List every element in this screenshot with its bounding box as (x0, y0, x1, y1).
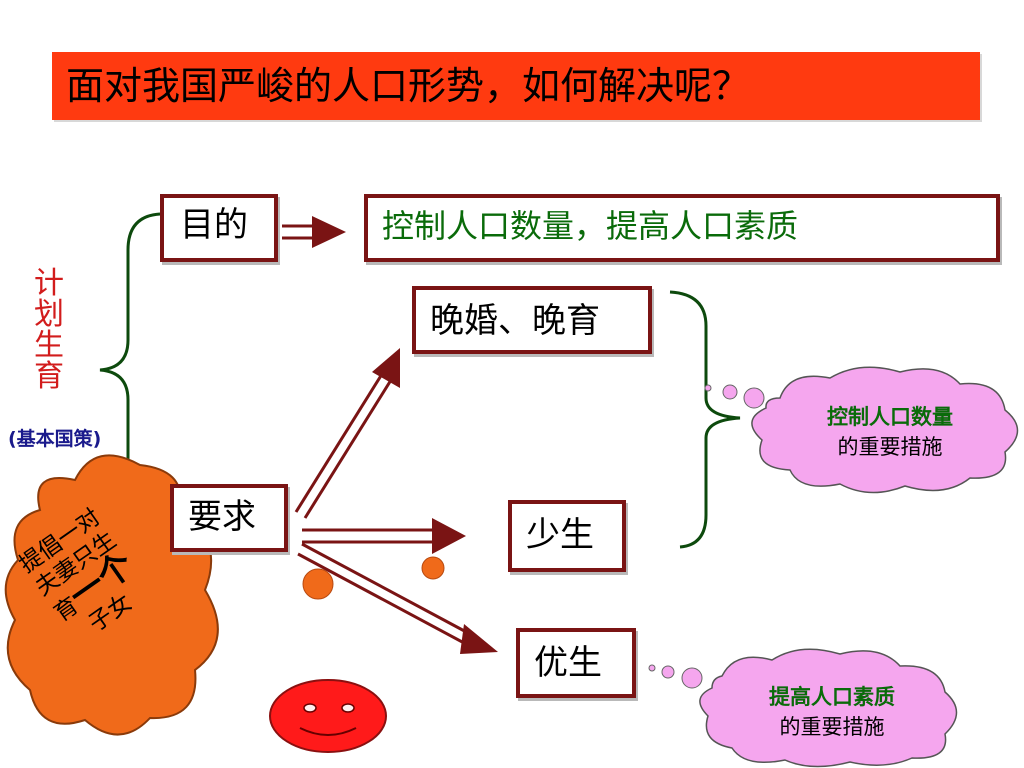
cloud-quantity-line1: 控制人口数量 (827, 404, 953, 429)
late-marriage-box: 晚婚、晚育 (412, 286, 652, 354)
slogan-blob (4, 454, 219, 736)
cloud-quality (648, 648, 958, 768)
arrow-to-fewer-births (302, 518, 466, 554)
family-planning-label: 计划生育 (34, 266, 64, 394)
goal-content: 控制人口数量，提高人口素质 (382, 207, 799, 245)
smiley-face (269, 679, 387, 753)
requirement-box: 要求 (170, 484, 288, 552)
late-marriage-label: 晚婚、晚育 (430, 301, 600, 341)
cloud-quantity (704, 366, 1019, 494)
goal-label: 目的 (180, 205, 248, 245)
orange-dot (421, 556, 445, 580)
goal-box: 目的 (160, 194, 278, 262)
page-title: 面对我国严峻的人口形势，如何解决呢？ (66, 64, 751, 108)
cloud-quality-line2: 的重要措施 (779, 715, 885, 739)
fewer-births-box: 少生 (508, 500, 626, 572)
cloud-quantity-line2: 的重要措施 (837, 435, 943, 459)
requirement-label: 要求 (188, 497, 256, 537)
fewer-births-label: 少生 (526, 515, 594, 555)
better-births-label: 优生 (534, 643, 602, 683)
better-births-box: 优生 (516, 628, 636, 698)
cloud-quality-line1: 提高人口素质 (769, 684, 895, 709)
arrow-goal (282, 216, 346, 248)
cloud-quantity-text: 控制人口数量 的重要措施 (780, 402, 1000, 462)
cloud-quality-text: 提高人口素质 的重要措施 (722, 682, 942, 742)
orange-dot (302, 568, 334, 600)
left-brace (99, 212, 161, 470)
basic-policy-note: (基本国策) (8, 428, 102, 450)
arrow-to-late-marriage (294, 348, 400, 519)
goal-content-box: 控制人口数量，提高人口素质 (364, 194, 1000, 262)
right-brace (669, 290, 741, 549)
arrow-to-better-births (297, 542, 498, 654)
title-banner (52, 52, 980, 120)
